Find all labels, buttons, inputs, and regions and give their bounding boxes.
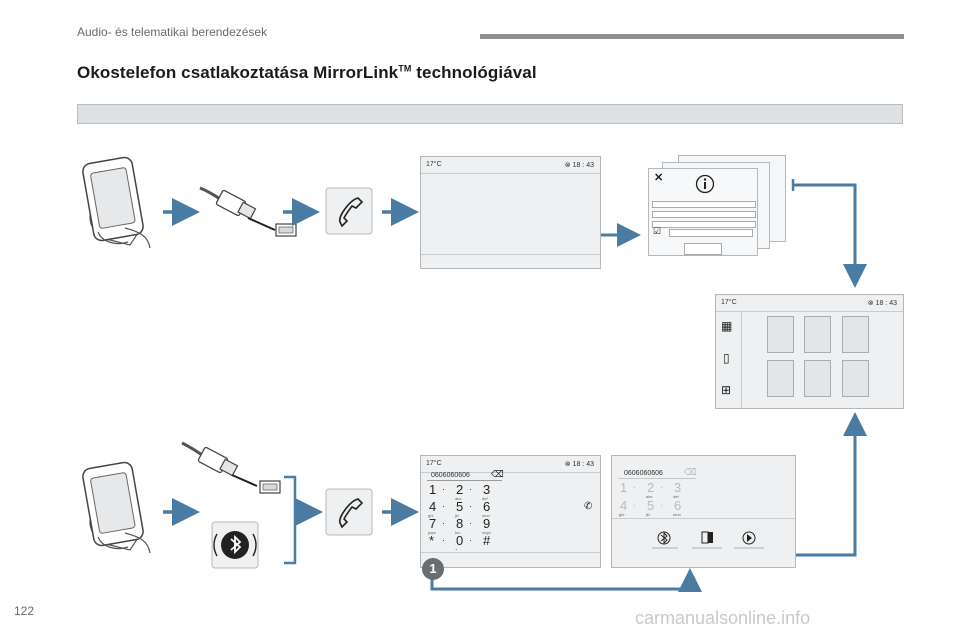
- dial-separator: ·: [469, 501, 472, 511]
- phone-button-icon-top: [325, 187, 373, 235]
- hand-phone-icon-top: [82, 156, 151, 249]
- backspace-icon[interactable]: ⌫: [491, 469, 504, 479]
- phone-button-icon-bottom: [325, 488, 373, 536]
- temperature-label: 17°C: [426, 460, 442, 467]
- page-title: Okostelefon csatlakoztatása MirrorLinkTM…: [77, 63, 537, 82]
- dial-key[interactable]: 2: [456, 482, 464, 497]
- clock-label: ⊗ 18 : 43: [867, 300, 897, 307]
- app-tile[interactable]: [842, 316, 869, 353]
- dial-key-letters: mno: [673, 512, 681, 517]
- dial-separator: ·: [633, 500, 636, 510]
- apps-icon[interactable]: ⊞: [721, 383, 732, 397]
- dial-key-letters: +: [455, 547, 458, 552]
- dial-key-letters: abc: [455, 496, 462, 501]
- list-row[interactable]: [652, 221, 756, 228]
- backspace-icon: ⌫: [684, 467, 697, 477]
- dial-separator: ·: [442, 535, 445, 545]
- smartphone-icon[interactable]: ▯: [723, 351, 730, 365]
- list-row[interactable]: [652, 201, 756, 208]
- input-row[interactable]: [669, 229, 753, 237]
- dial-key: 1: [620, 480, 628, 495]
- dial-key[interactable]: 7: [429, 516, 437, 531]
- page-number: 122: [14, 604, 35, 618]
- stacked-window-front: ✕ ☑: [648, 168, 758, 256]
- dial-key-letters: wxyz: [482, 530, 491, 535]
- dial-separator: ·: [442, 501, 445, 511]
- checkbox-icon[interactable]: ☑: [653, 226, 662, 236]
- list-row[interactable]: [652, 211, 756, 218]
- bluetooth-icon: [657, 531, 671, 545]
- dial-key[interactable]: 0: [456, 533, 464, 548]
- grid-icon[interactable]: ▦: [721, 319, 733, 333]
- dial-key: 4: [620, 498, 628, 513]
- dial-key: 5: [647, 498, 655, 513]
- dial-key[interactable]: 3: [483, 482, 491, 497]
- dial-separator: ·: [469, 535, 472, 545]
- dial-key-letters: pqrs: [428, 530, 436, 535]
- mirrorlink-icon: [701, 531, 713, 544]
- dial-key[interactable]: *: [429, 533, 435, 548]
- dial-key-letters: abc: [646, 494, 653, 499]
- app-tile[interactable]: [804, 360, 831, 397]
- dial-key[interactable]: 8: [456, 516, 464, 531]
- phone-number-field: 0606060606: [624, 470, 663, 477]
- info-icon: [695, 174, 715, 194]
- dial-separator: ·: [442, 484, 445, 494]
- launcher-screen: 17°C ⊗ 18 : 43 ▦ ▯ ⊞: [715, 294, 904, 409]
- app-tile[interactable]: [842, 360, 869, 397]
- dial-key-letters: jkl: [455, 513, 459, 518]
- clock-label: ⊗ 18 : 43: [564, 461, 594, 468]
- clock-label: ⊗ 18 : 43: [564, 162, 594, 169]
- dial-key-letters: def: [482, 496, 488, 501]
- dial-key-letters: ghi: [428, 513, 434, 518]
- dial-key[interactable]: 5: [456, 499, 464, 514]
- usb-plug-icon-bottom: [181, 441, 281, 494]
- dial-key-letters: def: [673, 494, 679, 499]
- dial-separator: ·: [469, 518, 472, 528]
- usb-plug-icon-top: [199, 186, 297, 237]
- dial-key-letters: tuv: [455, 530, 461, 535]
- dial-separator: ·: [442, 518, 445, 528]
- dial-separator: ·: [469, 484, 472, 494]
- app-tile[interactable]: [804, 316, 831, 353]
- dial-key[interactable]: 4: [429, 499, 437, 514]
- app-tile[interactable]: [767, 360, 794, 397]
- app-tile[interactable]: [767, 316, 794, 353]
- play-icon: [742, 531, 756, 545]
- close-icon[interactable]: ✕: [654, 172, 664, 184]
- bluetooth-button-icon: [211, 521, 259, 569]
- dial-separator: ·: [660, 482, 663, 492]
- dial-key[interactable]: #: [483, 533, 491, 548]
- dial-key[interactable]: 9: [483, 516, 491, 531]
- dial-key-letters: ghi: [619, 512, 625, 517]
- info-box: [77, 104, 903, 124]
- dial-key: 6: [674, 498, 682, 513]
- temperature-label: 17°C: [426, 161, 442, 168]
- phone-number-field[interactable]: 0606060606: [431, 472, 470, 479]
- dial-key[interactable]: 1: [429, 482, 437, 497]
- dial-key-letters: jkl: [646, 512, 650, 517]
- dial-separator: ·: [660, 500, 663, 510]
- dial-key: 3: [674, 480, 682, 495]
- watermark: carmanualsonline.info: [635, 608, 811, 628]
- launcher-sidebar: [716, 311, 742, 408]
- step-badge: 1: [422, 558, 444, 580]
- main-screen-top: 17°C ⊗ 18 : 43: [420, 156, 601, 269]
- call-icon[interactable]: ✆: [584, 501, 593, 512]
- faded-app-icons: [652, 531, 764, 549]
- header-bar: [480, 34, 904, 39]
- dial-key-letters: mno: [482, 513, 490, 518]
- ok-button[interactable]: [684, 243, 722, 255]
- hand-phone-icon-bottom: [82, 461, 151, 554]
- section-header: Audio- és telematikai berendezések: [77, 25, 268, 39]
- dial-separator: ·: [633, 482, 636, 492]
- dial-key[interactable]: 6: [483, 499, 491, 514]
- dial-key: 2: [647, 480, 655, 495]
- temperature-label: 17°C: [721, 299, 737, 306]
